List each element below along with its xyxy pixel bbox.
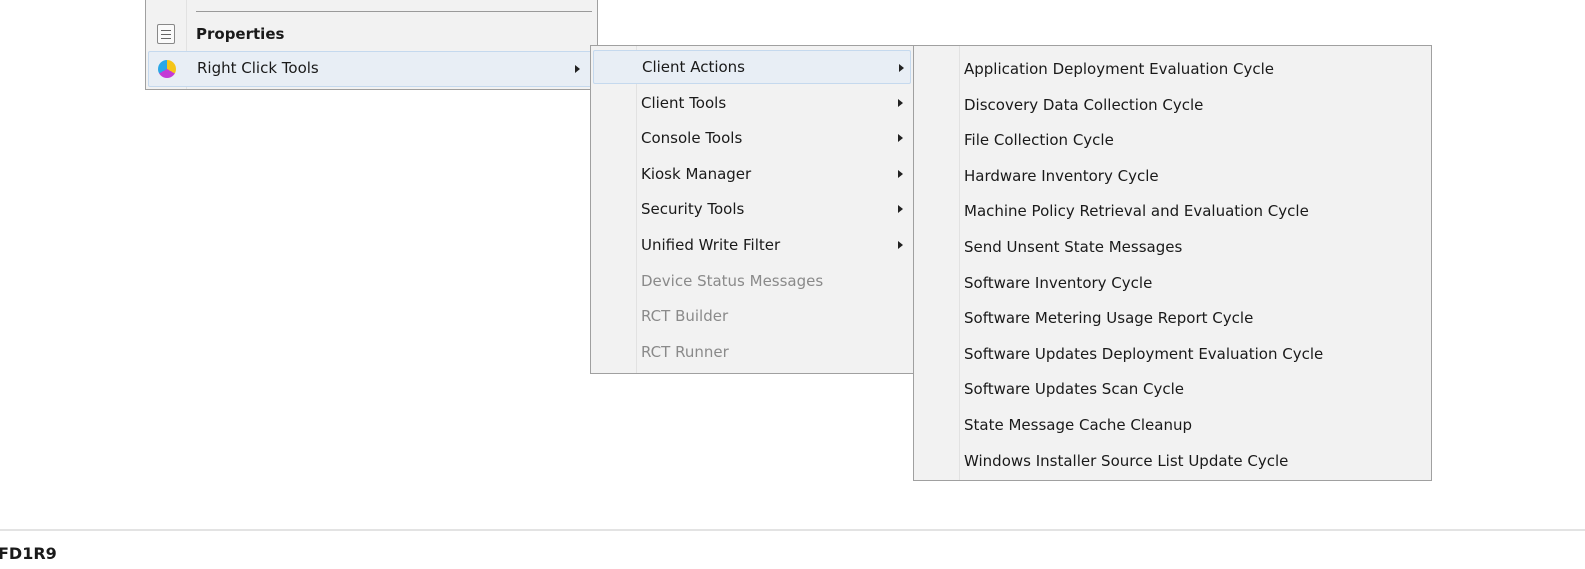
menu-item-label: RCT Runner: [641, 342, 729, 361]
menu-item-label: Console Tools: [641, 129, 743, 148]
menu-item-software-updates-scan-cycle[interactable]: Software Updates Scan Cycle: [916, 372, 1429, 406]
menu-item-label: Discovery Data Collection Cycle: [964, 95, 1204, 114]
menu-item-hardware-inventory-cycle[interactable]: Hardware Inventory Cycle: [916, 159, 1429, 193]
menu-item-software-updates-deployment-evaluation-cycle[interactable]: Software Updates Deployment Evaluation C…: [916, 337, 1429, 371]
menu-gutter: [146, 0, 187, 89]
properties-icon: [157, 24, 175, 44]
menu-item-state-message-cache-cleanup[interactable]: State Message Cache Cleanup: [916, 408, 1429, 442]
menu-item-device-status-messages: Device Status Messages: [593, 264, 911, 298]
menu-item-discovery-data-collection-cycle[interactable]: Discovery Data Collection Cycle: [916, 88, 1429, 122]
menu-item-label: Software Metering Usage Report Cycle: [964, 309, 1254, 328]
menu-item-label: Hardware Inventory Cycle: [964, 166, 1159, 185]
menu-item-label: Application Deployment Evaluation Cycle: [964, 60, 1275, 78]
menu-separator: [196, 11, 592, 12]
menu-item-label: Machine Policy Retrieval and Evaluation …: [964, 202, 1309, 221]
context-menu: Properties Right Click Tools: [145, 0, 598, 90]
menu-item-windows-installer-source-list-update-cycle[interactable]: Windows Installer Source List Update Cyc…: [916, 444, 1429, 478]
menu-item-label: Kiosk Manager: [641, 164, 752, 183]
menu-item-label: Software Updates Deployment Evaluation C…: [964, 344, 1324, 363]
menu-item-label: RCT Builder: [641, 307, 729, 326]
submenu-arrow-icon: [898, 98, 903, 107]
menu-item-label: Security Tools: [641, 200, 745, 219]
menu-item-label: Windows Installer Source List Update Cyc…: [964, 451, 1289, 470]
submenu-arrow-icon: [898, 169, 903, 178]
menu-item-label: Properties: [196, 25, 285, 43]
menu-item-console-tools[interactable]: Console Tools: [593, 121, 911, 155]
menu-item-client-tools[interactable]: Client Tools: [593, 86, 911, 120]
submenu-arrow-icon: [899, 64, 904, 72]
menu-item-software-inventory-cycle[interactable]: Software Inventory Cycle: [916, 266, 1429, 300]
menu-item-label: File Collection Cycle: [964, 131, 1114, 150]
submenu-arrow-icon: [898, 134, 903, 143]
menu-item-unified-write-filter[interactable]: Unified Write Filter: [593, 228, 911, 262]
menu-item-client-actions[interactable]: Client Actions: [593, 50, 911, 84]
menu-item-label: Send Unsent State Messages: [964, 238, 1183, 256]
menu-item-label: State Message Cache Cleanup: [964, 416, 1192, 434]
menu-item-send-unsent-state-messages[interactable]: Send Unsent State Messages: [916, 230, 1429, 264]
menu-item-kiosk-manager[interactable]: Kiosk Manager: [593, 157, 911, 191]
submenu-arrow-icon: [898, 205, 903, 214]
menu-gutter: [591, 46, 637, 373]
menu-item-file-collection-cycle[interactable]: File Collection Cycle: [916, 123, 1429, 157]
menu-item-application-deployment-evaluation-cycle[interactable]: Application Deployment Evaluation Cycle: [916, 52, 1429, 86]
footer-divider: [0, 529, 1585, 531]
device-name: FD1R9: [0, 544, 57, 563]
menu-item-machine-policy-retrieval-and-evaluation-cycle[interactable]: Machine Policy Retrieval and Evaluation …: [916, 194, 1429, 228]
submenu-arrow-icon: [575, 65, 580, 73]
menu-item-software-metering-usage-report-cycle[interactable]: Software Metering Usage Report Cycle: [916, 301, 1429, 335]
menu-item-properties[interactable]: Properties: [148, 17, 595, 51]
menu-item-label: Client Tools: [641, 93, 727, 112]
menu-item-rct-runner: RCT Runner: [593, 335, 911, 369]
menu-item-label: Software Updates Scan Cycle: [964, 380, 1185, 399]
menu-item-security-tools[interactable]: Security Tools: [593, 192, 911, 226]
right-click-tools-icon: [158, 60, 176, 78]
menu-item-right-click-tools[interactable]: Right Click Tools: [148, 51, 595, 87]
menu-item-label: Client Actions: [642, 58, 745, 76]
menu-gutter: [914, 46, 960, 480]
menu-item-label: Unified Write Filter: [641, 236, 781, 254]
menu-item-rct-builder: RCT Builder: [593, 299, 911, 333]
menu-item-label: Right Click Tools: [197, 59, 319, 77]
menu-item-label: Software Inventory Cycle: [964, 273, 1153, 292]
submenu-arrow-icon: [898, 241, 903, 249]
menu-item-label: Device Status Messages: [641, 271, 824, 290]
